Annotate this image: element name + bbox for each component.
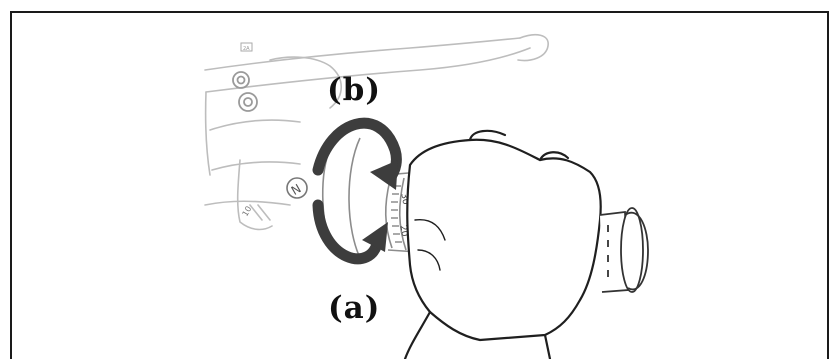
counter-rotation-arrow-icon xyxy=(312,199,388,265)
dial-numbers: 30 20 10 xyxy=(241,192,411,237)
reservoir-cap: N xyxy=(286,177,308,199)
rotation-label-a: (a) xyxy=(328,290,381,326)
adjuster-knob-icon xyxy=(599,207,649,293)
svg-text:20: 20 xyxy=(397,224,409,237)
rotation-arrow-icon xyxy=(312,117,402,190)
bolt-heads xyxy=(232,71,258,112)
svg-text:10: 10 xyxy=(241,205,254,218)
fist-icon xyxy=(403,129,602,359)
frame-right-border xyxy=(827,11,829,359)
frame-left-border xyxy=(10,11,12,359)
rotation-label-b: (b) xyxy=(327,72,382,108)
lever-body xyxy=(204,33,549,231)
svg-text:30: 30 xyxy=(398,192,410,205)
svg-text:2A: 2A xyxy=(243,46,250,52)
top-box-mark: 2A xyxy=(240,42,253,52)
frame-top-border xyxy=(10,11,829,13)
